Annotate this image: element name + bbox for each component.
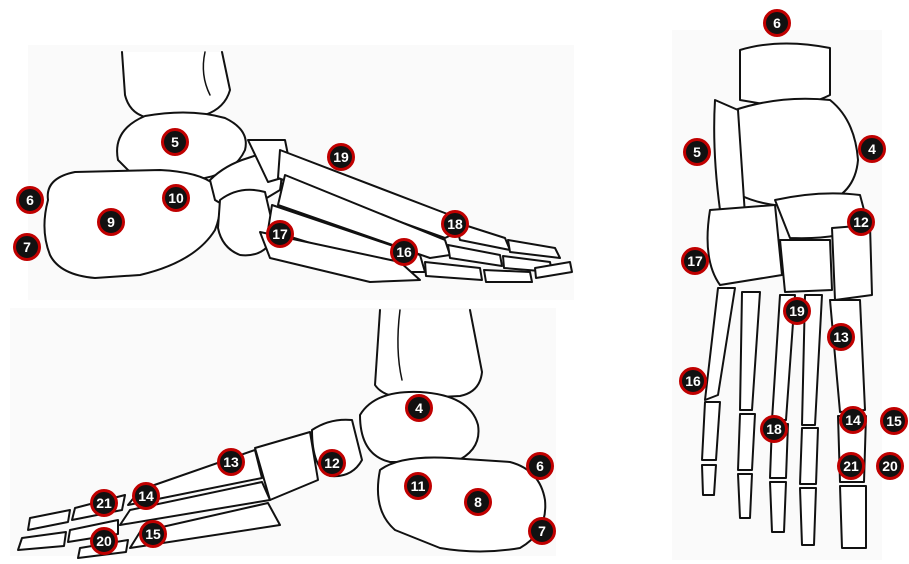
bone-label-marker: 20	[876, 452, 904, 480]
bone-label-marker: 18	[760, 415, 788, 443]
bone-label-marker: 13	[217, 448, 245, 476]
bone-label-marker: 21	[90, 489, 118, 517]
bone-label-marker: 5	[161, 128, 189, 156]
bone-label-marker: 19	[327, 143, 355, 171]
bone-label-marker: 10	[162, 184, 190, 212]
bone-label-marker: 4	[858, 135, 886, 163]
bone-label-marker: 17	[266, 220, 294, 248]
bone-label-marker: 7	[13, 233, 41, 261]
bone-label-marker: 19	[783, 297, 811, 325]
bone-label-marker: 6	[526, 452, 554, 480]
bone-label-marker: 15	[880, 407, 908, 435]
bone-label-marker: 11	[404, 472, 432, 500]
bone-label-marker: 6	[16, 186, 44, 214]
bone-label-marker: 16	[390, 238, 418, 266]
bone-label-marker: 18	[441, 210, 469, 238]
bone-label-marker: 12	[847, 208, 875, 236]
bone-label-marker: 16	[679, 367, 707, 395]
bone-label-marker: 17	[681, 247, 709, 275]
bone-label-marker: 7	[528, 517, 556, 545]
bone-label-marker: 12	[318, 449, 346, 477]
bone-label-marker: 4	[405, 394, 433, 422]
bone-label-marker: 8	[464, 488, 492, 516]
bone-label-marker: 21	[837, 452, 865, 480]
bone-label-marker: 9	[97, 208, 125, 236]
bone-label-marker: 20	[90, 527, 118, 555]
bone-label-marker: 6	[763, 9, 791, 37]
bone-label-marker: 13	[827, 323, 855, 351]
bone-label-marker: 14	[839, 406, 867, 434]
bone-label-marker: 15	[139, 520, 167, 548]
bone-label-marker: 5	[683, 138, 711, 166]
bone-label-marker: 14	[132, 482, 160, 510]
